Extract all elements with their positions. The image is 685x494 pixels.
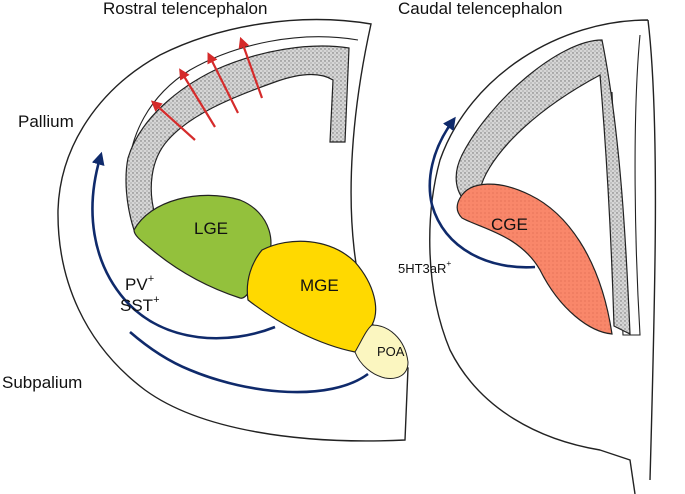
sst-text: SST (120, 296, 154, 315)
red-arrow (238, 36, 264, 99)
caudal-title: Caudal telencephalon (398, 0, 563, 18)
caudal-section (428, 19, 657, 494)
poa-region (354, 324, 409, 379)
sst-marker: SST+ (120, 293, 160, 315)
pv-text: PV (125, 275, 148, 294)
tangential-arrow-dorsal (91, 151, 276, 340)
lge-label: LGE (194, 219, 229, 238)
cge-migration-arrow (428, 116, 536, 269)
htr-superscript: + (446, 258, 452, 269)
radial-migration-arrows (150, 36, 264, 141)
caudal-inner-outline (611, 34, 641, 336)
caudal-outer-outline (429, 19, 657, 494)
mge-label: MGE (300, 276, 339, 295)
red-arrow (150, 100, 196, 141)
tangential-arrow-ventral (129, 331, 369, 394)
rostral-inner-outline (127, 36, 359, 181)
rostral-section (57, 18, 409, 442)
rostral-title: Rostral telencephalon (103, 0, 268, 18)
poa-label: POA (377, 344, 405, 359)
cge-label: CGE (491, 215, 528, 234)
subpallium-label: Subpalium (2, 373, 83, 392)
pallium-label: Pallium (18, 112, 74, 131)
red-arrow (179, 68, 216, 128)
sst-superscript: + (153, 293, 160, 306)
caudal-ventricular-zone (455, 39, 631, 335)
htr-text: 5HT3aR (398, 261, 447, 276)
pv-marker: PV+ (125, 272, 155, 294)
htr-marker: 5HT3aR+ (398, 259, 451, 276)
cge-region (456, 183, 613, 335)
red-arrow (207, 52, 239, 114)
pv-superscript: + (147, 272, 155, 285)
